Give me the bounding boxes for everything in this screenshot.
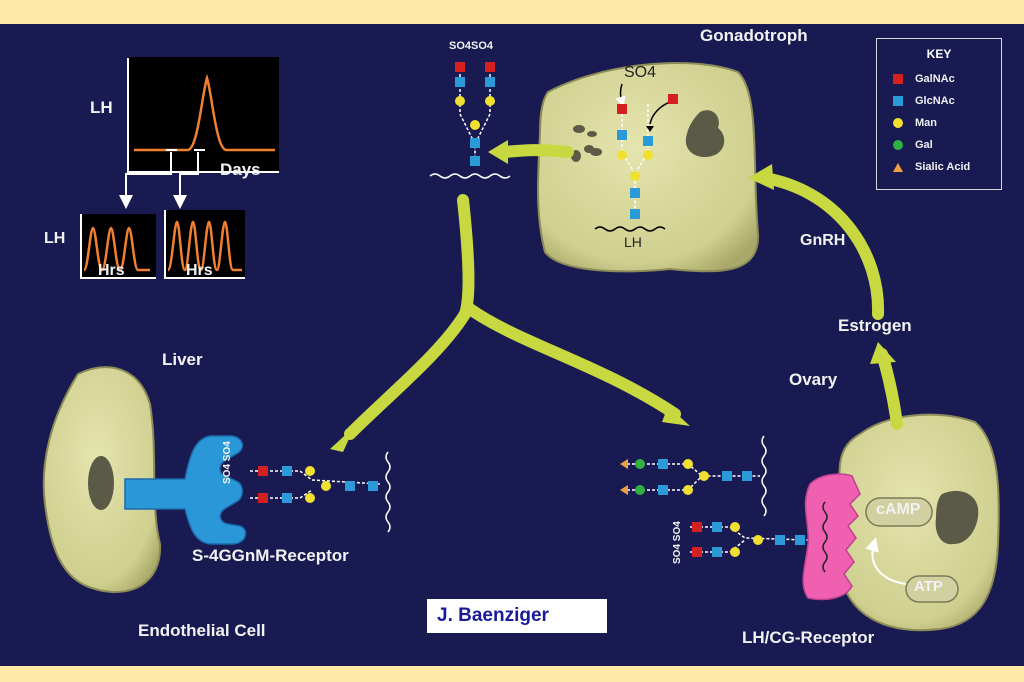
days-label: Days — [220, 160, 261, 179]
liver-nucleus — [88, 456, 114, 510]
gnrh-label: GnRH — [800, 232, 846, 249]
sialic-acid-triangle-icon — [893, 162, 903, 172]
granules — [571, 125, 602, 162]
gonadotroph-nucleus — [685, 110, 725, 158]
key-label-gal: Gal — [915, 139, 933, 151]
key-label-man: Man — [915, 117, 937, 129]
lh-axis-main-label: LH — [90, 98, 113, 117]
key-title: KEY — [926, 47, 952, 61]
endothelial-label: Endothelial Cell — [138, 621, 266, 640]
man-circle-icon — [893, 118, 903, 128]
estrogen-label: Estrogen — [838, 316, 912, 335]
lh-surge-curve — [134, 73, 275, 152]
so4-top-label: SO4SO4 — [449, 40, 494, 52]
liver-label: Liver — [162, 350, 203, 369]
so4-ovary-label: SO4 SO4 — [672, 521, 683, 564]
key-row-sialic: Sialic Acid — [893, 159, 970, 175]
atp-pill — [905, 575, 959, 603]
lh-axis-small-label: LH — [44, 230, 66, 247]
gonadotroph-cell — [536, 61, 760, 273]
diagram-canvas — [42, 57, 1000, 632]
lh-pulse-chart-left — [80, 214, 156, 279]
key-row-gal: Gal — [893, 137, 933, 153]
receptor-liver-label: S-4GGnM-Receptor — [192, 546, 349, 565]
lh-cg-receptor — [802, 473, 861, 601]
lh-chart — [119, 57, 279, 209]
galnac-square-icon — [893, 74, 903, 84]
ovary-nucleus — [935, 490, 979, 545]
atp-to-camp-arrow — [865, 537, 907, 585]
key-row-glcnac: GlcNAc — [893, 93, 955, 109]
arrowheads — [330, 140, 896, 452]
so4-liver-label: SO4 SO4 — [222, 441, 233, 484]
hrs-left-label: Hrs — [98, 262, 125, 279]
credit-box: J. Baenziger — [427, 599, 607, 633]
atp-label: ATP — [914, 578, 943, 595]
so4-cell-label: SO4 — [624, 64, 657, 81]
key-legend: KEY GalNAc GlcNAc Man Gal Sialic Acid — [876, 38, 1002, 190]
key-label-glcnac: GlcNAc — [915, 95, 955, 107]
key-label-galnac: GalNAc — [915, 73, 955, 85]
key-label-sialic: Sialic Acid — [915, 161, 971, 173]
lh-cell-label: LH — [624, 234, 642, 250]
ovary-oligosaccharide — [690, 522, 809, 557]
ovary-label: Ovary — [789, 370, 838, 389]
liver-oligosaccharide — [250, 451, 391, 533]
lh-oligosaccharide-top — [429, 62, 511, 179]
lh-oligosaccharide-cell — [594, 83, 678, 232]
glcnac-square-icon — [893, 96, 903, 106]
gonadotroph-label: Gonadotroph — [700, 26, 808, 45]
flow-arrows — [344, 144, 903, 440]
slide: Gonadotroph SO4SO4 SO4 LH LH Days LH Hrs… — [0, 24, 1024, 666]
camp-label: cAMP — [876, 501, 921, 518]
receptor-membrane-chain — [822, 501, 828, 573]
camp-pill — [865, 497, 933, 527]
gal-circle-icon — [893, 140, 903, 150]
key-row-man: Man — [893, 115, 937, 131]
key-row-galnac: GalNAc — [893, 71, 955, 87]
lhcg-receptor-label: LH/CG-Receptor — [742, 628, 875, 647]
liver-receptor — [124, 435, 247, 545]
sialylated-oligosaccharide — [620, 435, 767, 517]
hrs-right-label: Hrs — [186, 262, 213, 279]
lh-pulse-chart-right — [164, 210, 245, 279]
